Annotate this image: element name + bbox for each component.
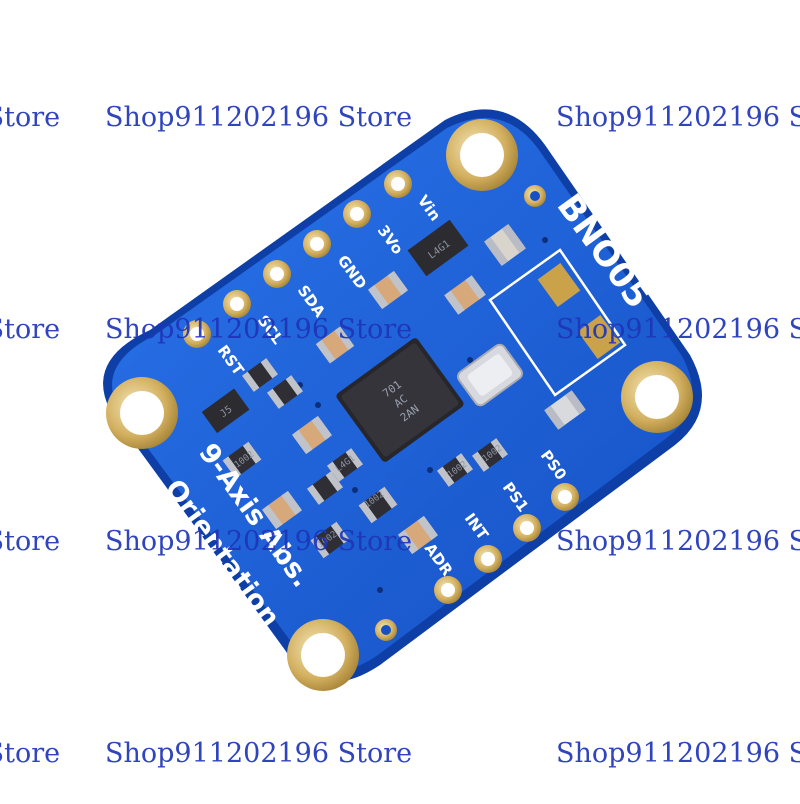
watermark-text: Shop911202196 Store <box>105 102 413 133</box>
watermark-text: Shop911202196 Store <box>105 526 413 557</box>
main-chip: 701 AC 2AN <box>336 338 464 462</box>
watermark-text: Shop911202196 Store <box>556 314 800 345</box>
watermark-text: Shop911202196 Store <box>0 526 61 557</box>
smd-components <box>222 224 586 559</box>
chip-marking-2: AC <box>392 392 410 410</box>
watermark-text: Shop911202196 Store <box>0 102 61 133</box>
watermark-text: Shop911202196 Store <box>556 526 800 557</box>
watermark-text: Shop911202196 Store <box>105 738 413 769</box>
silkscreen-outline <box>488 248 627 397</box>
header-pins-side <box>375 185 579 641</box>
mounting-holes <box>106 119 693 691</box>
voltage-regulator: L4G1 <box>407 219 469 277</box>
crystal-oscillator <box>456 343 524 407</box>
watermark-text: Shop911202196 Store <box>0 314 61 345</box>
watermark-text: Shop911202196 Store <box>0 738 61 769</box>
watermark-text: Shop911202196 Store <box>556 738 800 769</box>
transistor: J5 <box>201 388 250 434</box>
gold-pads <box>537 263 621 359</box>
watermark-text: Shop911202196 Store <box>556 102 800 133</box>
watermark-text: Shop911202196 Store <box>105 314 413 345</box>
header-pins-top <box>183 170 412 348</box>
